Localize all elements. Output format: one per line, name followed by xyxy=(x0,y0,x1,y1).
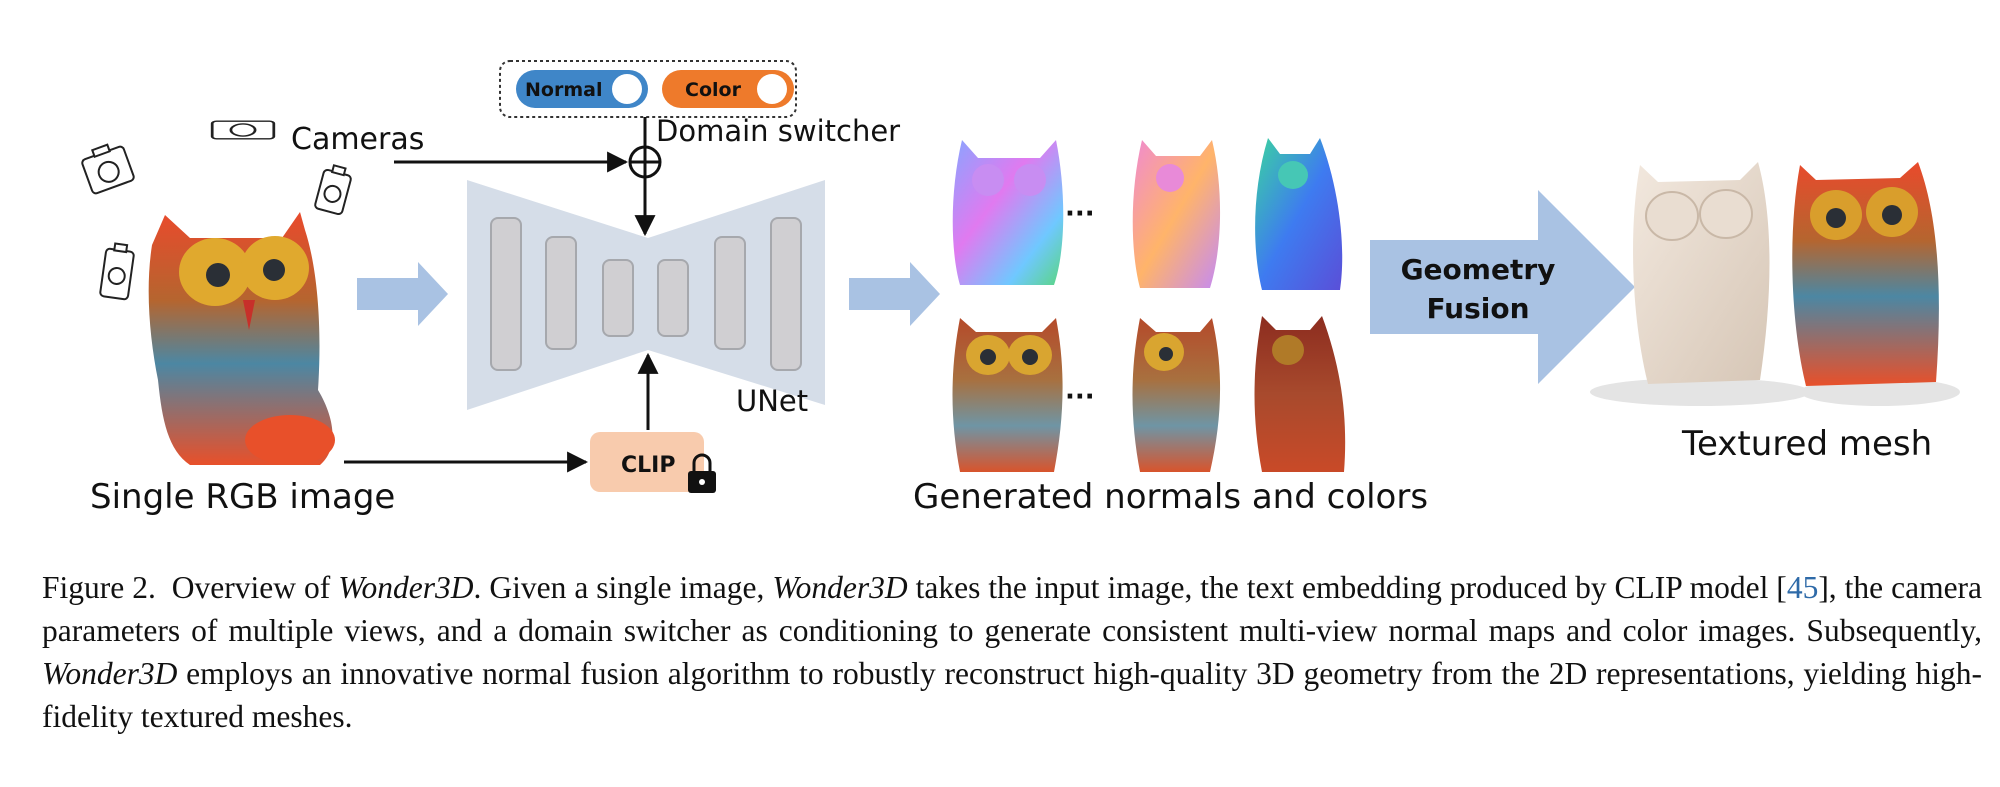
camera-icon xyxy=(210,120,276,140)
camera-icon xyxy=(99,242,135,301)
input-owl-image xyxy=(148,212,335,465)
lock-icon xyxy=(688,453,716,493)
generated-label: Generated normals and colors xyxy=(913,477,1428,517)
cameras-label: Cameras xyxy=(291,122,424,157)
figure-number: Figure 2. xyxy=(42,570,156,605)
flow-arrow-input xyxy=(357,262,448,326)
geometry-fusion-arrow xyxy=(1370,190,1635,384)
textured-mesh xyxy=(1792,162,1939,386)
caption-text: ], the camera parameters of multiple vie… xyxy=(42,570,1983,648)
normal-map-view xyxy=(1255,138,1343,290)
fusion-label-line1: Geometry xyxy=(1401,253,1556,286)
unet-block xyxy=(714,236,746,350)
caption-text: . Given a single image, xyxy=(473,570,773,605)
ellipsis: ··· xyxy=(1065,382,1095,412)
input-image-label: Single RGB image xyxy=(90,477,395,517)
sum-node xyxy=(628,145,662,179)
unet-label: UNet xyxy=(736,384,808,418)
method-name: Wonder3D xyxy=(772,570,908,605)
unet-block xyxy=(490,217,522,371)
clip-label: CLIP xyxy=(621,453,675,478)
domain-switcher-label: Domain switcher xyxy=(656,114,900,148)
toggle-normal-label: Normal xyxy=(525,79,602,101)
color-image-view xyxy=(952,318,1063,472)
caption-text: Overview of xyxy=(171,570,339,605)
unet-block xyxy=(770,217,802,371)
geometry-mesh xyxy=(1633,162,1770,384)
unet-block xyxy=(602,259,634,337)
unet-block xyxy=(545,236,577,350)
ellipsis: ··· xyxy=(1065,199,1095,229)
caption-text: takes the input image, the text embeddin… xyxy=(907,570,1787,605)
color-image-view xyxy=(1254,316,1346,472)
clip-box xyxy=(590,432,704,492)
method-name: Wonder3D xyxy=(338,570,474,605)
color-image-view xyxy=(1132,318,1221,472)
camera-icon xyxy=(81,143,135,195)
fusion-label-line2: Fusion xyxy=(1426,292,1529,325)
toggle-color-label: Color xyxy=(685,79,742,101)
normal-map-view xyxy=(1132,140,1221,288)
domain-switcher-box xyxy=(499,60,797,118)
output-label: Textured mesh xyxy=(1681,424,1932,464)
normal-map-view xyxy=(952,140,1064,285)
citation-link[interactable]: 45 xyxy=(1786,570,1819,605)
camera-icon xyxy=(314,164,352,216)
color-toggle: Color xyxy=(662,70,794,108)
method-name: Wonder3D xyxy=(42,656,178,691)
caption-text: employs an innovative normal fusion algo… xyxy=(42,656,1982,734)
flow-arrow-output xyxy=(849,262,940,326)
normal-toggle: Normal xyxy=(516,70,648,108)
wonder3d-overview-figure: Cameras Single RGB image Normal Color Do… xyxy=(81,60,1960,517)
unet-block xyxy=(657,259,689,337)
mesh-shadow xyxy=(1800,378,1960,406)
figure-caption: Figure 2. Overview of Wonder3D. Given a … xyxy=(42,566,1982,738)
mesh-shadow xyxy=(1590,378,1810,406)
